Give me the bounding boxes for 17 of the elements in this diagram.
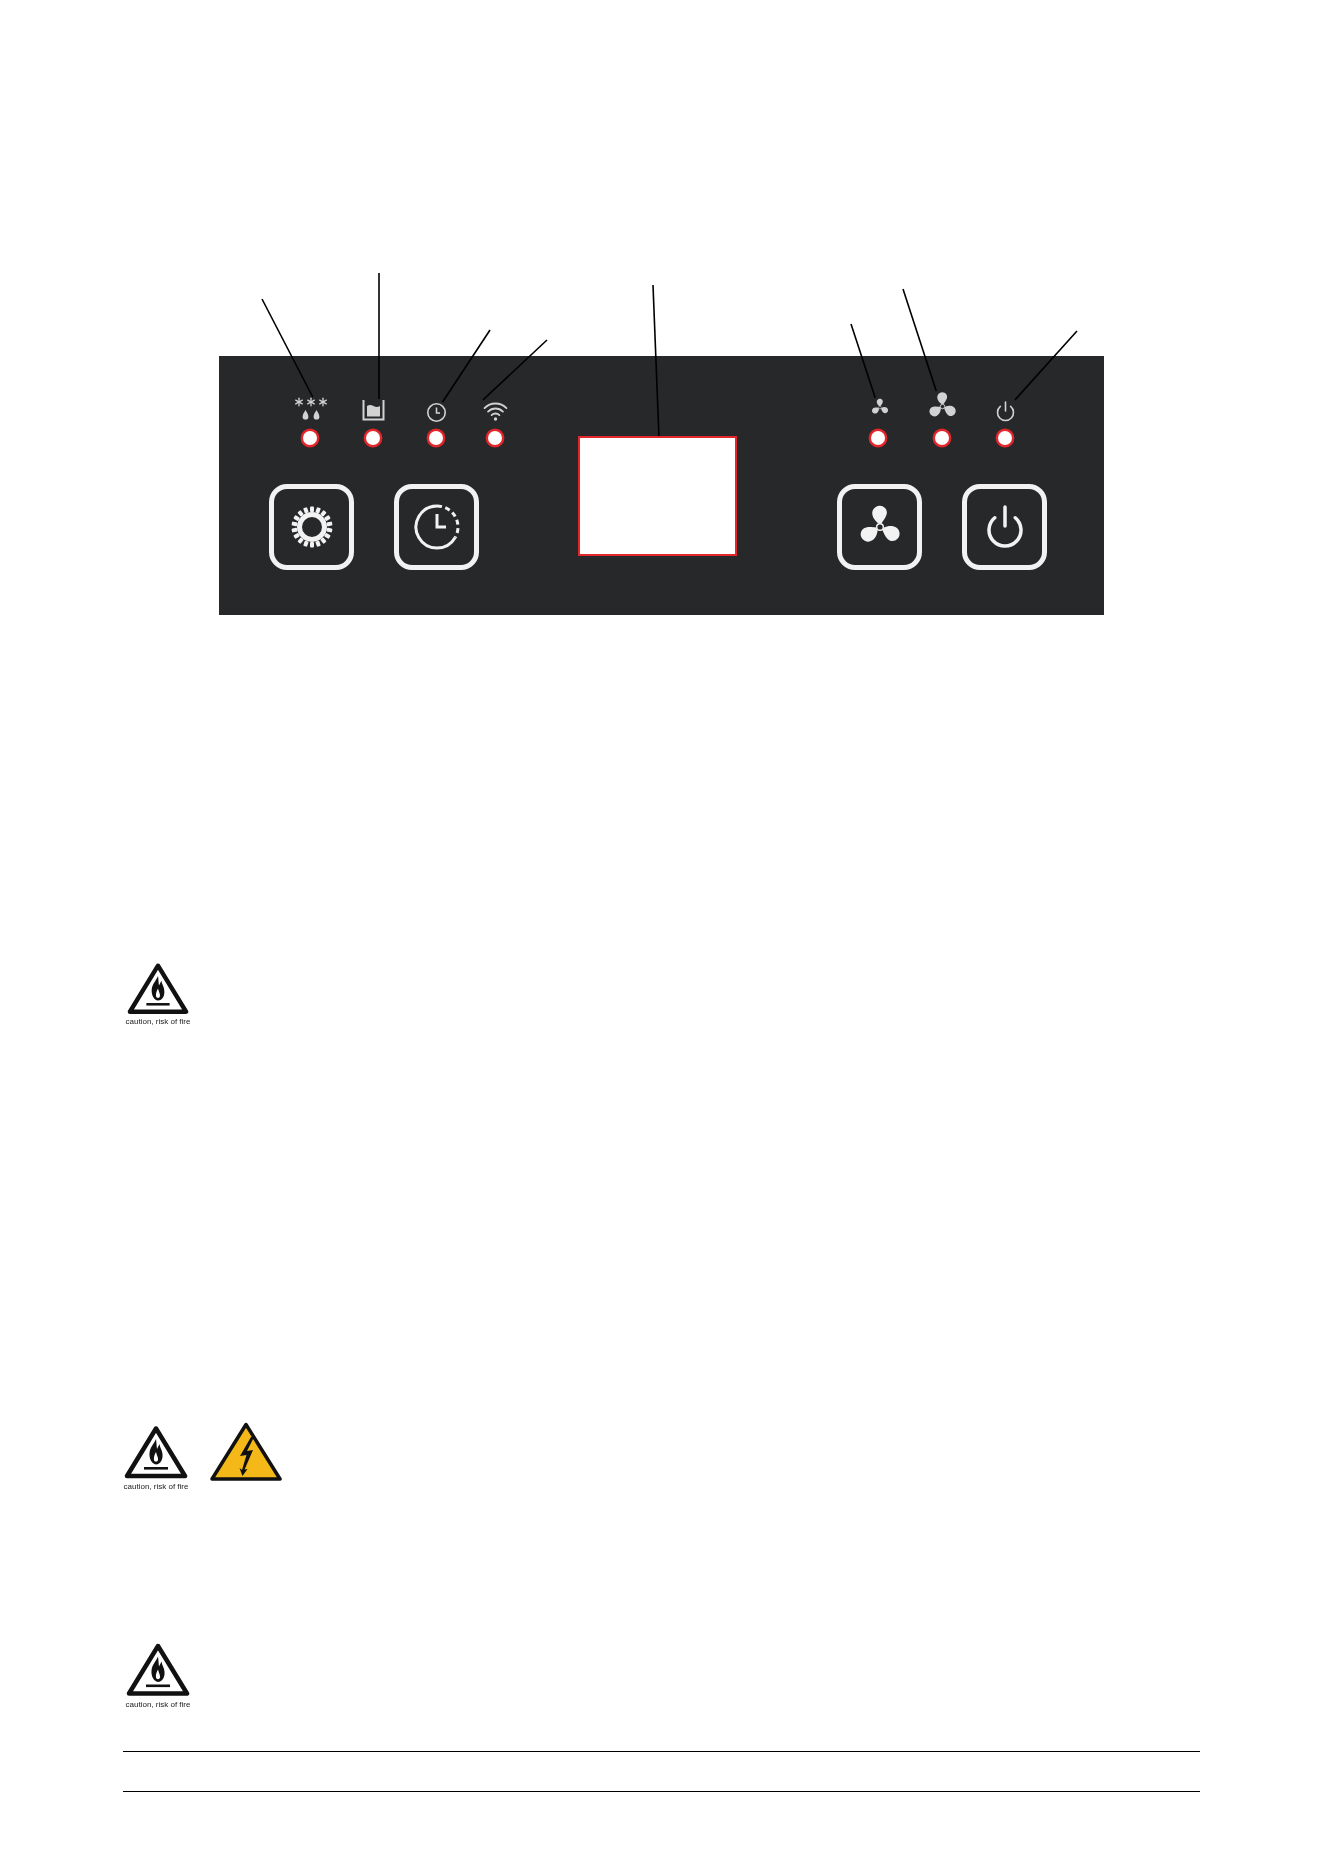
warning-caption: caution, risk of fire [125, 1017, 191, 1026]
warning-caption: caution, risk of fire [125, 1700, 191, 1709]
water-tank-icon [362, 399, 385, 421]
leader-line [441, 329, 491, 403]
leader-line [482, 339, 548, 401]
leader-line [1014, 330, 1078, 401]
snowflake-drop-icon [293, 397, 329, 422]
power-icon [995, 400, 1016, 422]
leader-line [261, 298, 314, 398]
warning-caption: caution, risk of fire [123, 1482, 189, 1491]
leader-line [902, 288, 938, 392]
wifi-icon [481, 400, 510, 421]
leader-line [850, 323, 877, 399]
clock-icon [426, 402, 447, 423]
leader-line [652, 284, 660, 437]
leader-line [378, 272, 380, 400]
display-screen [578, 436, 737, 556]
